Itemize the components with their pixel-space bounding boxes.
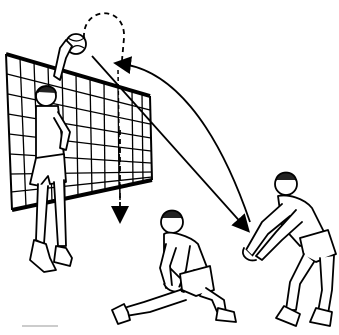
volleyball-net: [6, 54, 152, 210]
player-forearm-pass: [243, 173, 336, 327]
player-low-lunge: [112, 211, 236, 325]
trajectory-arrow-icon: [84, 13, 250, 226]
blocker-at-net: [30, 40, 72, 272]
